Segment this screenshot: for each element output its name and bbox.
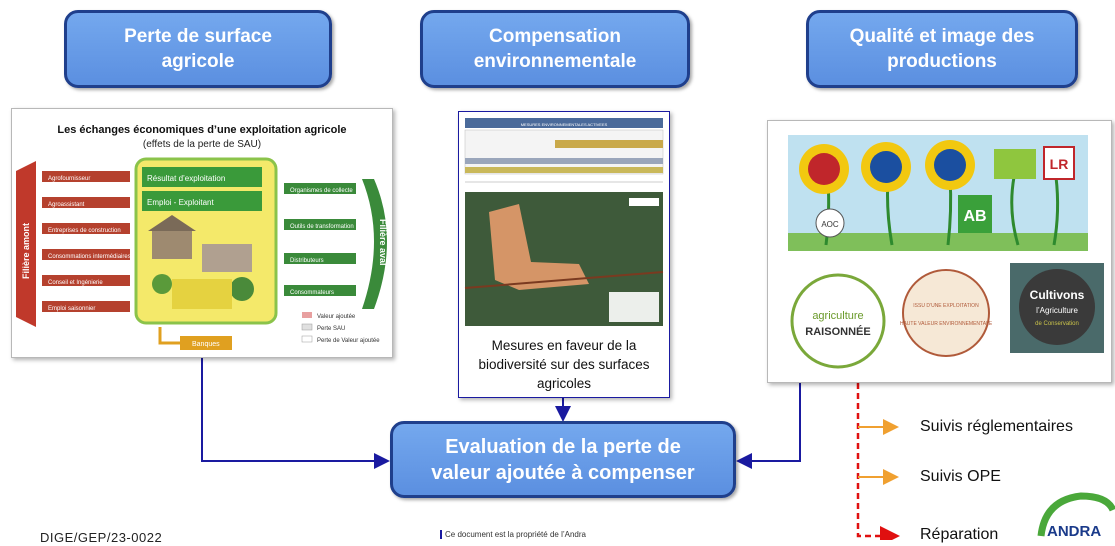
svg-text:Emploi saisonnier: Emploi saisonnier: [48, 306, 95, 312]
property-notice: Ce document est la propriété de l’Andra: [440, 530, 586, 539]
svg-text:HAUTE VALEUR ENVIRONNEMENTALE: HAUTE VALEUR ENVIRONNEMENTALE: [900, 321, 993, 327]
arrow-left-to-evaluation: [201, 358, 390, 469]
mesures-caption: Mesures en faveur de la biodiversité sur…: [478, 338, 650, 391]
left-items: Agrofournisseur Agroassistant Entreprise…: [42, 171, 131, 312]
svg-text:Valeur ajoutée: Valeur ajoutée: [317, 314, 356, 320]
infographic-subtitle: (effets de la perte de SAU): [143, 139, 261, 150]
svg-text:Perte SAU: Perte SAU: [317, 326, 345, 332]
resultat-box: [142, 167, 262, 187]
svg-text:Emploi - Exploitant: Emploi - Exploitant: [147, 198, 214, 207]
evaluation-box: Evaluation de la perte de valeur ajoutée…: [390, 421, 736, 498]
infographic-panel: Les échanges économiques d’une exploitat…: [11, 108, 393, 358]
mesures-panel: MESURES ENVIRONNEMENTALES ACTIVEES Mesur…: [458, 111, 670, 398]
svg-text:Perte de Valeur ajoutée: Perte de Valeur ajoutée: [317, 338, 380, 344]
svg-text:Agroassistant: Agroassistant: [48, 202, 85, 208]
svg-text:AB: AB: [963, 208, 986, 225]
suivis-reglementaires-label: Suivis réglementaires: [920, 418, 1073, 435]
svg-text:AOC: AOC: [821, 220, 839, 229]
labels-panel: LR AB AOC agriculture RAISONNÉE ISSU D’U…: [767, 120, 1112, 383]
agriculture-raisonnee-logo: [790, 273, 886, 369]
perte-surface-box: Perte de surface agricole: [64, 10, 332, 88]
filiere-aval-bar: [362, 179, 387, 309]
hve-logo: [902, 269, 990, 357]
qualite-box: Qualité et image des productions: [806, 10, 1078, 88]
red-dashed-line: [856, 383, 900, 540]
svg-text:Banques: Banques: [192, 341, 220, 348]
svg-text:agriculture: agriculture: [812, 310, 863, 322]
right-items: Organismes de collecte Outils de transfo…: [284, 183, 356, 296]
svg-text:RAISONNÉE: RAISONNÉE: [805, 325, 870, 338]
banques-box: [180, 336, 232, 350]
emploi-box: [142, 191, 262, 211]
compensation-box: Compensation environnementale: [420, 10, 690, 88]
reparation-label: Réparation: [920, 526, 999, 543]
aoc-label-icon: [815, 208, 845, 238]
svg-text:LR: LR: [1050, 156, 1069, 172]
svg-text:Cultivons: Cultivons: [1030, 288, 1085, 302]
svg-text:Consommateurs: Consommateurs: [290, 290, 334, 296]
svg-text:de Conservation: de Conservation: [1035, 321, 1079, 327]
filiere-amont-label: Filière amont: [21, 223, 31, 279]
label-rouge-icon: [1043, 146, 1075, 180]
infographic-title: Les échanges économiques d’une exploitat…: [57, 124, 346, 136]
filiere-aval-label: Filière aval: [378, 219, 388, 266]
document-reference: DIGE/GEP/23-0022: [40, 530, 163, 545]
suivis-ope-label: Suivis OPE: [920, 468, 1001, 485]
filiere-amont-bar: [16, 161, 36, 327]
andra-logo: ANDRA: [1037, 492, 1115, 540]
svg-text:Conseil et Ingénierie: Conseil et Ingénierie: [48, 280, 103, 286]
svg-text:ANDRA: ANDRA: [1047, 523, 1101, 540]
eu-organic-icon: [994, 149, 1036, 179]
svg-text:l’Agriculture: l’Agriculture: [1036, 306, 1078, 315]
svg-text:Consommations intermédiaires: Consommations intermédiaires: [48, 254, 131, 260]
svg-text:ISSU D’UNE EXPLOITATION: ISSU D’UNE EXPLOITATION: [913, 303, 979, 309]
svg-text:Agrofournisseur: Agrofournisseur: [48, 176, 90, 182]
ab-label-icon: [958, 195, 992, 233]
mesures-table-title: MESURES ENVIRONNEMENTALES ACTIVEES: [521, 122, 608, 127]
svg-text:Organismes de collecte: Organismes de collecte: [290, 188, 353, 194]
arrow-right-to-evaluation: [736, 383, 801, 469]
svg-text:Distributeurs: Distributeurs: [290, 258, 324, 264]
svg-text:Entreprises de construction: Entreprises de construction: [48, 228, 121, 234]
svg-text:Résultat d’exploitation: Résultat d’exploitation: [147, 174, 225, 183]
svg-text:Outils de transformation: Outils de transformation: [290, 224, 354, 230]
